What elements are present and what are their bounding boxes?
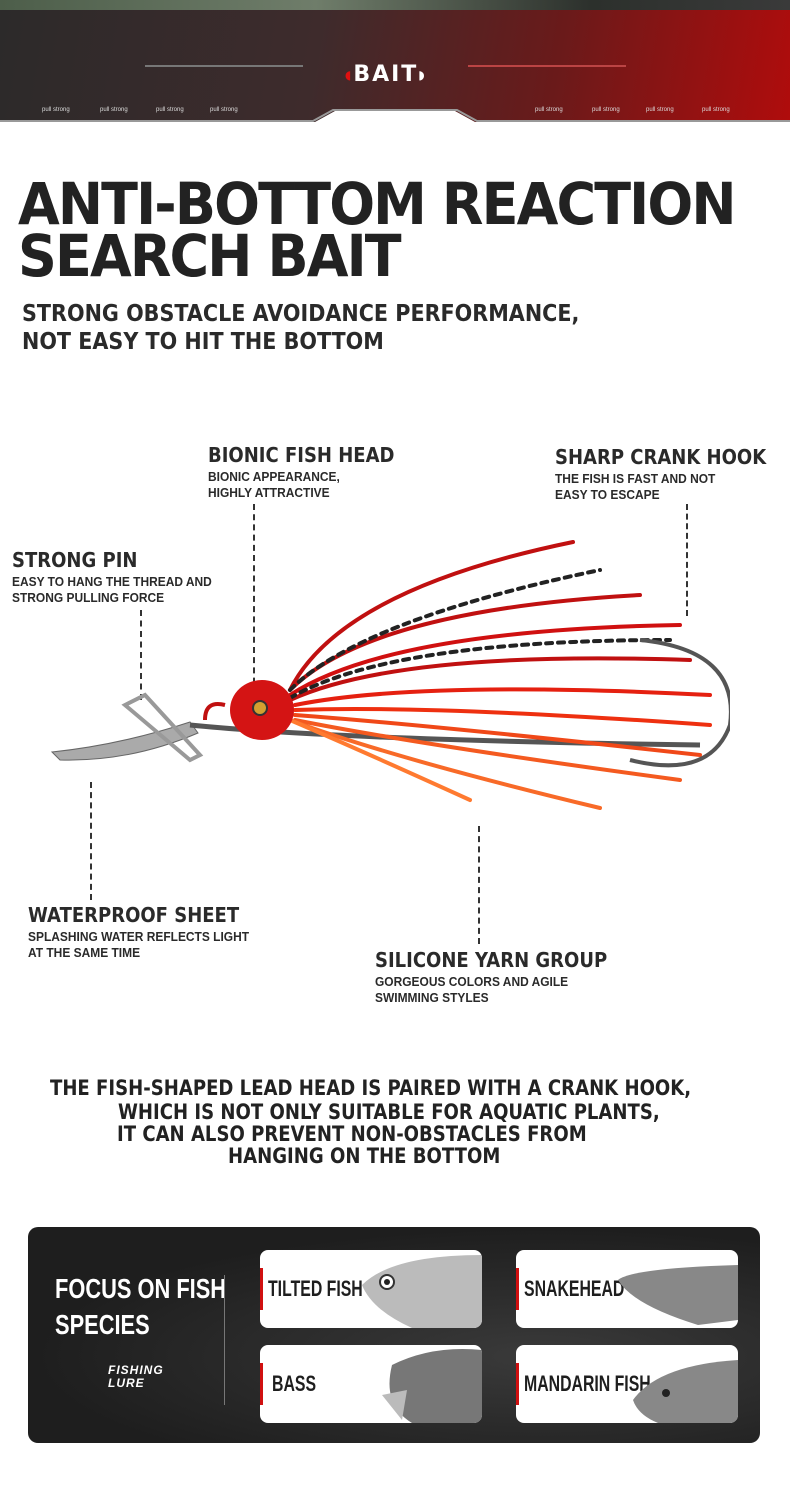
- page-subtitle: STRONG OBSTACLE AVOIDANCE PERFORMANCE,NO…: [22, 301, 580, 355]
- leader-line: [478, 826, 480, 944]
- brand-logo: ◖BAIT◗: [345, 62, 427, 87]
- species-label: MANDARIN FISH: [524, 1371, 651, 1396]
- tagline: pull strong: [42, 107, 70, 113]
- leader-line: [140, 610, 142, 700]
- tagline: pull strong: [592, 107, 620, 113]
- species-card-mandarin-fish[interactable]: MANDARIN FISH: [516, 1345, 738, 1423]
- snap-pin: [121, 692, 204, 763]
- blade: [50, 721, 199, 761]
- header-rule-left: [145, 65, 303, 67]
- species-card-tilted-fish[interactable]: TILTED FISH: [260, 1250, 482, 1328]
- mandarin-fish-image: [633, 1360, 738, 1423]
- divider: [224, 1275, 225, 1405]
- tilted-fish-image: [362, 1255, 482, 1328]
- eye: [252, 700, 268, 716]
- species-card-snakehead[interactable]: SNAKEHEAD: [516, 1250, 738, 1328]
- chatterbait-lure-image: [50, 540, 730, 810]
- leader-line: [686, 504, 688, 616]
- tagline: pull strong: [702, 107, 730, 113]
- tagline: pull strong: [156, 107, 184, 113]
- crank-hook: [629, 638, 730, 768]
- species-label: TILTED FISH: [268, 1276, 363, 1301]
- species-label: SNAKEHEAD: [524, 1276, 625, 1301]
- species-label: BASS: [272, 1371, 317, 1396]
- tagline: pull strong: [535, 107, 563, 113]
- tagline: pull strong: [100, 107, 128, 113]
- brand-header: ◖BAIT◗ pull strong pull strong pull stro…: [0, 10, 790, 128]
- leader-line: [253, 504, 255, 704]
- bass-image: [382, 1349, 482, 1423]
- silicone-skirt: [288, 540, 712, 810]
- leader-line: [90, 782, 92, 900]
- tagline: pull strong: [210, 107, 238, 113]
- species-card-bass[interactable]: BASS: [260, 1345, 482, 1423]
- header-rule-right: [468, 65, 626, 67]
- tagline: pull strong: [646, 107, 674, 113]
- header-notch: [0, 109, 790, 129]
- snakehead-image: [618, 1265, 738, 1325]
- top-photo-strip: [0, 0, 790, 10]
